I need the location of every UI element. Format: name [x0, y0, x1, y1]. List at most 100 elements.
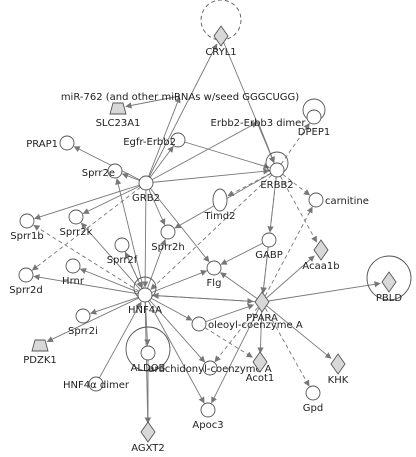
edge-ppara-apoc3 [211, 301, 263, 404]
node-shape-grb2 [138, 175, 154, 191]
node-label-sprr2k: Sprr2k [60, 227, 93, 238]
node-label-pbld: PBLD [376, 293, 402, 304]
node-label-hnf4a: HNF4A [128, 305, 162, 316]
node-shape-dpep1 [306, 109, 322, 125]
node-timd2[interactable]: Timd2 [203, 188, 236, 222]
node-acot1[interactable]: Acot1 [246, 351, 275, 384]
edge-hnf4a-arachidonyl [144, 294, 206, 363]
edge-cryl1-erbb2 [220, 35, 275, 164]
edge-egfrerbb2-erbb2 [177, 139, 270, 170]
node-label-acot1: Acot1 [246, 373, 275, 384]
node-label-sprr2i: Sprr2i [68, 326, 98, 337]
node-flg[interactable]: Flg [206, 260, 222, 289]
edge-ppara-acaa1b [261, 255, 315, 303]
edge-hnf4a-ppara [144, 294, 254, 305]
node-prap1[interactable]: PRAP1 [26, 135, 75, 151]
node-shape-gpd [305, 385, 321, 401]
node-carnitine[interactable]: carnitine [308, 192, 369, 208]
node-label-erbb2: ERBB2 [260, 180, 293, 191]
node-label-carnitine: carnitine [325, 196, 369, 207]
node-sprr2i[interactable]: Sprr2i [68, 308, 98, 337]
node-shape-sprr2k [68, 209, 84, 225]
node-label-prap1: PRAP1 [26, 139, 58, 150]
node-khk[interactable]: KHK [328, 353, 349, 386]
node-shape-hrnr [65, 258, 81, 274]
node-label-ppara: PPARA [246, 313, 278, 324]
node-dpep1[interactable]: DPEP1 [298, 98, 330, 138]
node-pbld[interactable]: PBLD [366, 255, 412, 304]
node-oleoyl[interactable]: oleoyl-coenzyme A [191, 316, 303, 332]
node-shape-sprr1b [19, 213, 35, 229]
node-shape-prap1 [59, 135, 75, 151]
node-sprr2d[interactable]: Sprr2d [9, 267, 43, 296]
node-shape-khk [330, 353, 346, 375]
node-shape-sprr2d [18, 267, 34, 283]
node-label-erbb2erbb3: Erbb2-Erbb3 dimer [211, 118, 307, 129]
node-label-arachidonyl: arachidonyl-coenzyme A [148, 364, 271, 375]
node-egfrerbb2[interactable]: Egfr-Erbb2 [123, 132, 186, 148]
node-gabp[interactable]: GABP [255, 232, 283, 261]
node-erbb2erbb3[interactable]: Erbb2-Erbb3 dimer [211, 118, 307, 129]
edge-oleoyl-ppara [198, 303, 255, 325]
node-label-mir762: miR-762 (and other miRNAs w/seed GGGCUGG… [61, 92, 299, 103]
edge-oleoyl-acot1 [198, 323, 253, 358]
node-slc23a1[interactable]: SLC23A1 [96, 102, 141, 129]
node-shape-sprr2h [160, 224, 176, 240]
node-hnf4a[interactable]: HNF4A [128, 276, 162, 316]
edge-grb2-sprr2k [82, 182, 147, 214]
node-shape-sprr2i [75, 308, 91, 324]
node-erbb2[interactable]: ERBB2 [260, 151, 294, 191]
node-shape-gabp [261, 232, 277, 248]
edge-mir762-slc23a1 [125, 95, 181, 109]
node-sprr2k[interactable]: Sprr2k [60, 209, 93, 238]
node-cryl1[interactable]: CRYL1 [200, 0, 242, 58]
node-label-apoc3: Apoc3 [192, 420, 223, 431]
edge-grb2-prap1 [73, 146, 147, 184]
node-label-sprr2d: Sprr2d [9, 285, 42, 296]
node-shape-egfrerbb2 [170, 132, 186, 148]
edge-sprr2f-hnf4a [121, 244, 143, 289]
node-gpd[interactable]: Gpd [303, 385, 323, 414]
node-label-sprr1b: Sprr1b [10, 231, 43, 242]
node-sprr2e[interactable]: Sprr2e [82, 163, 123, 179]
node-label-slc23a1: SLC23A1 [96, 118, 141, 129]
node-shape-agxt2 [140, 421, 156, 443]
node-label-cryl1: CRYL1 [205, 47, 236, 58]
node-hrnr[interactable]: Hrnr [62, 258, 85, 287]
node-shape-acot1 [252, 351, 268, 373]
node-label-grb2: GRB2 [132, 193, 160, 204]
node-acaa1b[interactable]: Acaa1b [302, 239, 340, 272]
edge-hnf4a-sprr1b [33, 224, 146, 296]
node-grb2[interactable]: GRB2 [132, 175, 160, 204]
node-label-hrnr: Hrnr [62, 276, 85, 287]
node-shape-carnitine [308, 192, 324, 208]
node-apoc3[interactable]: Apoc3 [192, 402, 224, 431]
edge-gabp-ppara [260, 239, 270, 294]
edge-erbb2-hnf4a [150, 169, 278, 290]
node-agxt2[interactable]: AGXT2 [131, 421, 165, 454]
edge-ppara-gpd [261, 301, 310, 387]
node-hnf4adimer[interactable]: HNF4α dimer [63, 376, 130, 392]
edge-gabp-flg [220, 239, 270, 265]
node-shape-sprr2f [114, 237, 130, 253]
node-label-pdzk1: PDZK1 [23, 355, 57, 366]
edge-hnf4a-pdzk1 [46, 294, 146, 342]
node-shape-aldob [140, 345, 156, 361]
node-pdzk1[interactable]: PDZK1 [23, 339, 57, 366]
node-arachidonyl[interactable]: arachidonyl-coenzyme A [148, 360, 272, 376]
node-mir762[interactable]: miR-762 (and other miRNAs w/seed GGGCUGG… [61, 92, 299, 103]
node-ppara[interactable]: PPARA [246, 291, 278, 324]
node-shape-erbb2 [269, 162, 285, 178]
node-label-acaa1b: Acaa1b [302, 261, 339, 272]
node-sprr2f[interactable]: Sprr2f [107, 237, 138, 266]
edge-ppara-khk [261, 301, 332, 359]
node-label-gpd: Gpd [303, 403, 323, 414]
node-sprr2h[interactable]: Sprr2h [151, 224, 185, 253]
node-label-khk: KHK [328, 375, 349, 386]
node-label-sprr2e: Sprr2e [82, 168, 115, 179]
node-sprr1b[interactable]: Sprr1b [10, 213, 44, 242]
edge-ppara-carnitine [261, 206, 313, 303]
node-aldob[interactable]: ALDOB [125, 326, 171, 374]
edge-grb2-mir762 [145, 96, 181, 184]
node-label-egfrerbb2: Egfr-Erbb2 [123, 137, 176, 148]
